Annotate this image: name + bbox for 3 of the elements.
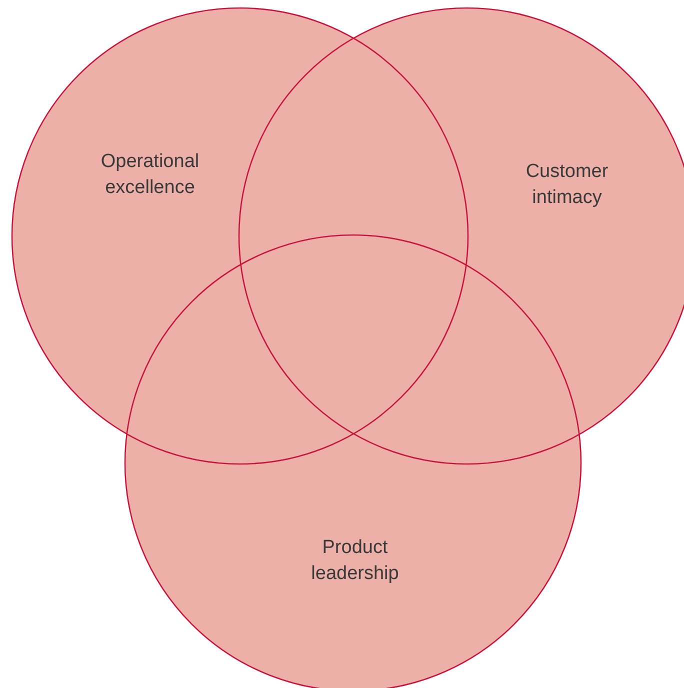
circle-label: Customer intimacy bbox=[524, 160, 610, 210]
circle-label: Product leadership bbox=[310, 536, 400, 586]
circle-label: Operational excellence bbox=[100, 150, 200, 200]
